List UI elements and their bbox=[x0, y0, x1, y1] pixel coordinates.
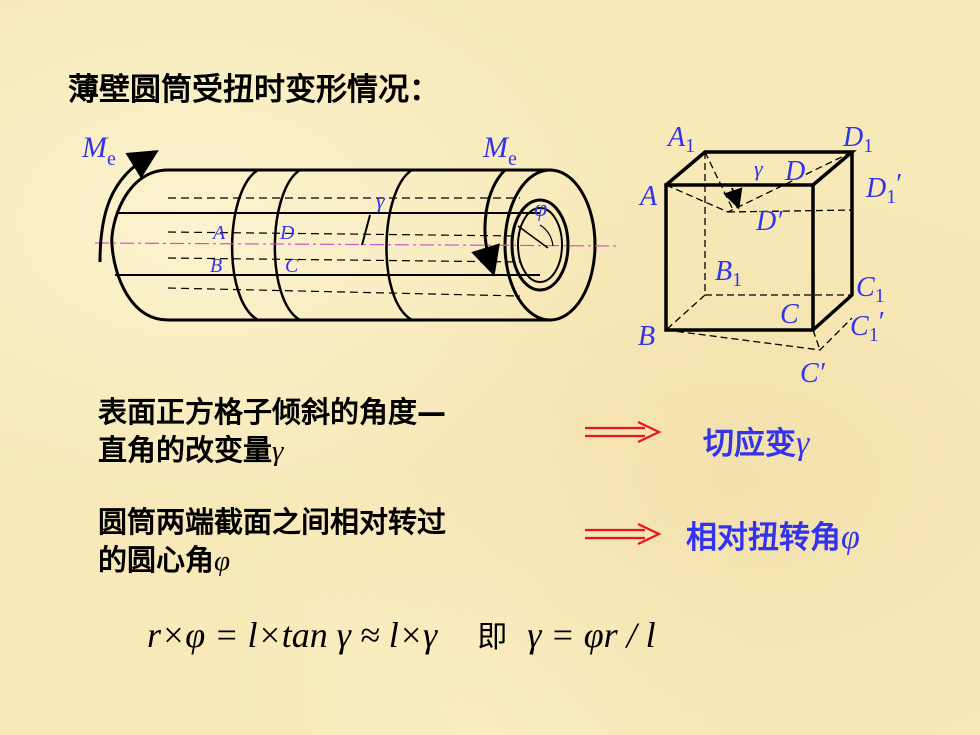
cube-d1p: D1′ bbox=[865, 169, 902, 208]
cube-d: D bbox=[784, 156, 805, 187]
cube-b: B bbox=[638, 321, 655, 352]
formula-left: r×φ = l×tan γ ≈ l×γ bbox=[147, 615, 438, 655]
point-d: D bbox=[279, 222, 295, 244]
twist-line bbox=[517, 225, 549, 249]
cube-d1: D1 bbox=[842, 122, 873, 157]
result-shear-strain: 切应变γ bbox=[703, 425, 810, 462]
cylinder-lines bbox=[115, 197, 540, 297]
cube-cp: C′ bbox=[800, 358, 826, 389]
point-b: B bbox=[210, 255, 222, 277]
cube-c1p: C1′ bbox=[850, 307, 885, 346]
page-title: 薄壁圆筒受扭时变形情况： bbox=[68, 72, 440, 108]
cube-dp: D′ bbox=[755, 206, 783, 237]
gamma-label: γ bbox=[376, 188, 386, 213]
torque-arrow-right bbox=[471, 168, 507, 277]
cube-gamma: γ bbox=[754, 156, 764, 181]
cube-c1: C1 bbox=[856, 272, 885, 307]
me-right-label: Me bbox=[482, 131, 517, 170]
cube-a1: A1 bbox=[666, 122, 695, 157]
implies-arrow-2 bbox=[585, 523, 662, 545]
cube-c: C bbox=[780, 299, 799, 330]
axis-line bbox=[94, 242, 621, 247]
torque-arrow-left bbox=[98, 150, 159, 263]
formula-ji: 即 bbox=[477, 620, 508, 655]
row2-line2: 的圆心角φ bbox=[98, 543, 231, 577]
cylinder-body bbox=[110, 168, 552, 322]
point-c: C bbox=[285, 255, 299, 277]
cube-diagram bbox=[664, 150, 857, 351]
phi-label: φ bbox=[534, 196, 547, 222]
row1-line2: 直角的改变量γ bbox=[98, 433, 284, 467]
cube-a: A bbox=[638, 181, 658, 212]
formula-right: γ = φr / l bbox=[527, 615, 656, 655]
implies-arrow-1 bbox=[585, 421, 662, 443]
formula: r×φ = l×tan γ ≈ l×γ 即 γ = φr / l bbox=[147, 612, 656, 656]
cube-b1: B1 bbox=[715, 256, 742, 291]
me-left-label: Me bbox=[81, 131, 116, 170]
row2-line1: 圆筒两端截面之间相对转过 bbox=[98, 505, 447, 539]
row1-line1: 表面正方格子倾斜的角度— bbox=[98, 395, 447, 429]
result-twist-angle: 相对扭转角φ bbox=[686, 519, 860, 556]
point-a: A bbox=[211, 222, 226, 244]
cylinder-rings bbox=[230, 168, 413, 322]
